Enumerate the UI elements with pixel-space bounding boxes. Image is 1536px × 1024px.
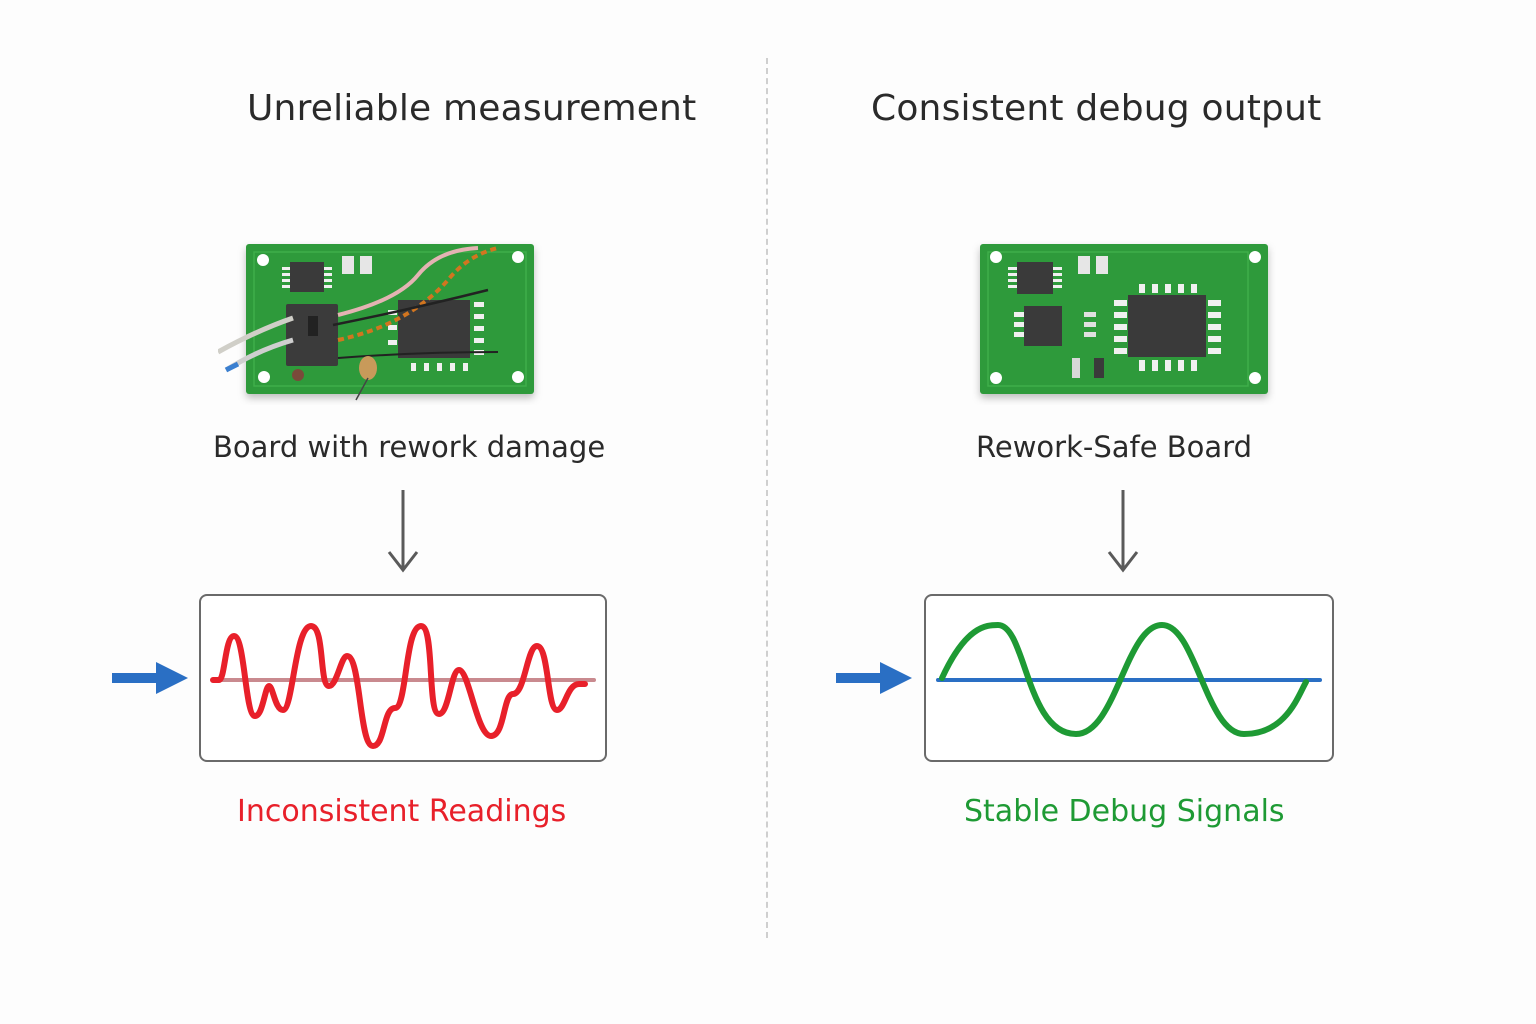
arrow-right-icon [112,660,190,696]
section-divider [766,58,768,938]
right-title: Consistent debug output [871,88,1322,129]
right-result-label: Stable Debug Signals [964,794,1285,829]
noisy-waveform [210,623,588,749]
left-board-caption: Board with rework damage [213,430,606,464]
arrow-right-icon [836,660,914,696]
right-board-caption: Rework-Safe Board [976,430,1253,464]
clean-board-image [972,240,1276,405]
stable-signal-display [924,594,1334,762]
arrow-down-icon [386,490,420,574]
left-title: Unreliable measurement [247,88,697,129]
damaged-board-image [218,240,548,405]
sine-waveform [939,621,1309,738]
arrow-down-icon [1106,490,1140,574]
left-result-label: Inconsistent Readings [237,794,567,829]
noisy-signal-display [199,594,607,762]
